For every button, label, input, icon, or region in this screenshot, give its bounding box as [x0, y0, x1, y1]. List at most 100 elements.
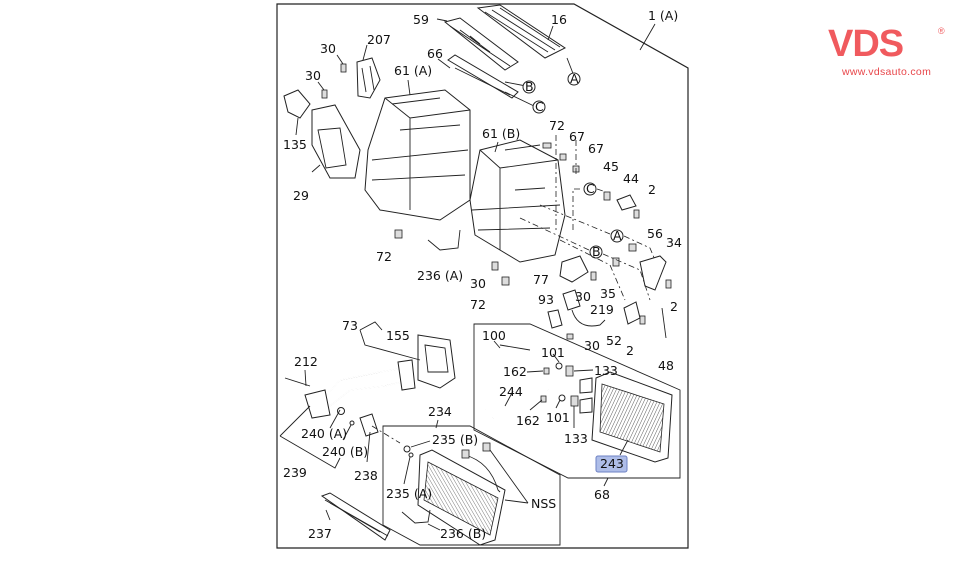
vds-logo-mark: VDS [828, 23, 904, 65]
callout-44[interactable]: 44 [623, 171, 639, 186]
callout-29[interactable]: 29 [293, 188, 309, 203]
alignment-lines [519, 135, 656, 301]
callout-30[interactable]: 30 [575, 289, 591, 304]
svg-text:C: C [586, 181, 595, 196]
callout-234[interactable]: 234 [428, 404, 452, 419]
callout-72[interactable]: 72 [470, 297, 486, 312]
callout-236A[interactable]: 236 (A) [417, 268, 463, 283]
ref-marker-C1: C [532, 99, 546, 114]
ref-marker-B1: B [522, 79, 536, 94]
callout-59[interactable]: 59 [413, 12, 429, 27]
part-72-clip [542, 142, 552, 149]
callout-101[interactable]: 101 [546, 410, 570, 425]
callout-67[interactable]: 67 [588, 141, 604, 156]
callout-30[interactable]: 30 [584, 338, 600, 353]
callout-133[interactable]: 133 [564, 431, 588, 446]
part-45-screw [603, 191, 611, 201]
part-30-screw [491, 261, 499, 271]
part-162-bolt [540, 395, 547, 403]
callout-235A[interactable]: 235 (A) [386, 486, 432, 501]
callout-30[interactable]: 30 [305, 68, 321, 83]
callout-56[interactable]: 56 [647, 226, 663, 241]
callout-238[interactable]: 238 [354, 468, 378, 483]
alignment-line-valve [371, 425, 401, 444]
part-77-actuator [559, 255, 589, 283]
svg-text:B: B [592, 244, 601, 259]
callout-162[interactable]: 162 [516, 413, 540, 428]
part-240A-oring [337, 407, 345, 415]
part-35-clip [612, 257, 620, 267]
vds-website: www.vdsauto.com [842, 66, 932, 78]
callout-93[interactable]: 93 [538, 292, 554, 307]
callout-155[interactable]: 155 [386, 328, 410, 343]
callout-240B[interactable]: 240 (B) [322, 444, 368, 459]
part-243-heater-core [579, 371, 673, 463]
callout-73[interactable]: 73 [342, 318, 358, 333]
callout-34[interactable]: 34 [666, 235, 682, 250]
callout-101[interactable]: 101 [541, 345, 565, 360]
part-207-actuator [356, 57, 381, 99]
part-135-motor [283, 89, 311, 119]
callout-133[interactable]: 133 [594, 363, 618, 378]
callout-135[interactable]: 135 [283, 137, 307, 152]
callout-212[interactable]: 212 [294, 354, 318, 369]
callout-67[interactable]: 67 [569, 129, 585, 144]
callout-244[interactable]: 244 [499, 384, 523, 399]
part-236A-pipe [427, 229, 461, 251]
callout-207[interactable]: 207 [367, 32, 391, 47]
ref-marker-C2: C [583, 181, 597, 196]
part-100-hose [485, 344, 531, 411]
callout-243[interactable]: 243 [600, 456, 624, 471]
part-73-pipe-bracket [304, 359, 416, 419]
callout-NSS[interactable]: NSS [531, 496, 556, 511]
callout-72[interactable]: 72 [549, 118, 565, 133]
part-101-oring [558, 394, 566, 402]
part-48-rod [661, 307, 667, 339]
callout-35[interactable]: 35 [600, 286, 616, 301]
ref-marker-A1: A [567, 71, 581, 86]
callout-236B[interactable]: 236 (B) [440, 526, 486, 541]
callout-240A[interactable]: 240 (A) [301, 426, 347, 441]
callout-61B[interactable]: 61 (B) [482, 126, 520, 141]
callout-219[interactable]: 219 [590, 302, 614, 317]
callout-61A[interactable]: 61 (A) [394, 63, 432, 78]
part-237-tray [320, 492, 391, 541]
callout-48[interactable]: 48 [658, 358, 674, 373]
leader-lines-lower-left [279, 321, 421, 469]
callout-162[interactable]: 162 [503, 364, 527, 379]
callout-2[interactable]: 2 [670, 299, 678, 314]
callout-2[interactable]: 2 [626, 343, 634, 358]
part-133-clamp [570, 395, 579, 407]
callout-16[interactable]: 16 [551, 12, 567, 27]
part-61B-housing [469, 139, 566, 263]
callout-30[interactable]: 30 [320, 41, 336, 56]
callout-30[interactable]: 30 [470, 276, 486, 291]
callout-68[interactable]: 68 [594, 487, 610, 502]
svg-text:A: A [613, 228, 622, 243]
svg-text:A: A [570, 71, 579, 86]
part-44-clip [616, 194, 637, 211]
callout-72[interactable]: 72 [376, 249, 392, 264]
part-219-wire [571, 309, 606, 327]
callout-100[interactable]: 100 [482, 328, 506, 343]
part-2-screw [639, 315, 646, 325]
part-72-clip [501, 276, 510, 286]
part-235B-oring [403, 445, 411, 453]
leader-lines-top [295, 18, 656, 173]
callout-77[interactable]: 77 [533, 272, 549, 287]
part-240B-oring [349, 420, 355, 426]
callout-235B[interactable]: 235 (B) [432, 432, 478, 447]
callout-52[interactable]: 52 [606, 333, 622, 348]
callout-239[interactable]: 239 [283, 465, 307, 480]
callout-1A[interactable]: 1 (A) [648, 8, 678, 23]
evaporator-box [382, 425, 561, 546]
callout-66[interactable]: 66 [427, 46, 443, 61]
callout-237[interactable]: 237 [308, 526, 332, 541]
part-72-clip [394, 229, 403, 239]
callout-2[interactable]: 2 [648, 182, 656, 197]
part-NSS-clip [482, 442, 491, 452]
part-66-filter-plate [447, 54, 519, 99]
callout-45[interactable]: 45 [603, 159, 619, 174]
part-236B-pipe [401, 509, 431, 524]
